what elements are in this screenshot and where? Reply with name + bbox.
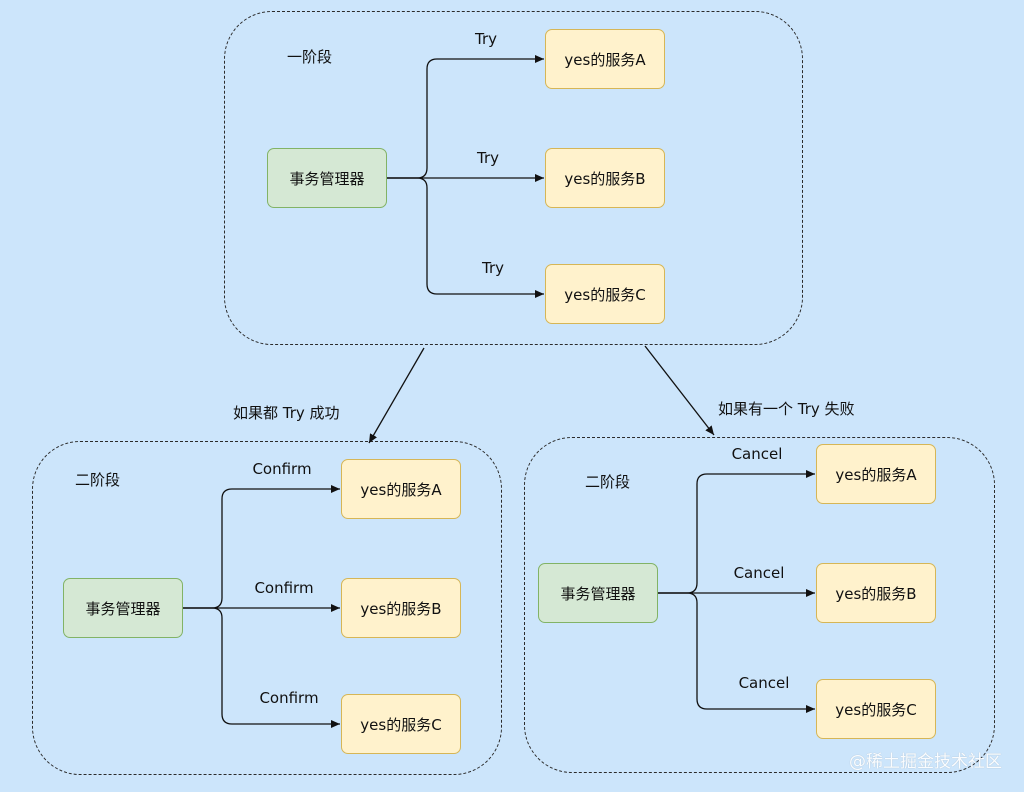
service-node-confirm-b: yes的服务B xyxy=(341,578,461,638)
service-node-p1-c: yes的服务C xyxy=(545,264,665,324)
edge-success xyxy=(368,347,425,444)
edge-label-p1-b: Try xyxy=(476,149,500,167)
edge-label-cancel-c: Cancel xyxy=(738,674,790,692)
edge-label-p1-c: Try xyxy=(481,259,505,277)
edge-label-confirm-c: Confirm xyxy=(259,689,319,707)
service-node-cancel-b: yes的服务B xyxy=(816,563,936,623)
edge-label-cancel-b: Cancel xyxy=(733,564,785,582)
edge-label-confirm-a: Confirm xyxy=(252,460,312,478)
phase-two-confirm-group xyxy=(32,441,502,775)
phase-one-group xyxy=(224,11,803,345)
stage-label-phase-one: 一阶段 xyxy=(287,48,333,66)
manager-node-phase-one: 事务管理器 xyxy=(267,148,387,208)
manager-node-confirm: 事务管理器 xyxy=(63,578,183,638)
edge-label-p1-a: Try xyxy=(474,30,498,48)
outcome-label-success: 如果都 Try 成功 xyxy=(233,404,340,422)
edge-cancel-c xyxy=(658,592,815,713)
edge-p1-a xyxy=(387,55,544,179)
phase-two-cancel-group xyxy=(524,437,995,773)
stage-label-phase-two-cancel: 二阶段 xyxy=(585,473,631,491)
service-node-confirm-a: yes的服务A xyxy=(341,459,461,519)
service-node-confirm-c: yes的服务C xyxy=(341,694,461,754)
service-node-p1-b: yes的服务B xyxy=(545,148,665,208)
edge-confirm-c xyxy=(183,607,340,728)
service-node-cancel-c: yes的服务C xyxy=(816,679,936,739)
watermark: @稀土掘金技术社区 xyxy=(849,752,1002,772)
service-node-p1-a: yes的服务A xyxy=(545,29,665,89)
stage-label-phase-two-confirm: 二阶段 xyxy=(75,471,121,489)
outcome-label-failure: 如果有一个 Try 失败 xyxy=(718,400,855,418)
service-node-cancel-a: yes的服务A xyxy=(816,444,936,504)
edge-p1-c xyxy=(387,177,544,298)
edge-label-confirm-b: Confirm xyxy=(254,579,314,597)
edge-label-cancel-a: Cancel xyxy=(731,445,783,463)
manager-node-cancel: 事务管理器 xyxy=(538,563,658,623)
edge-failure xyxy=(644,345,715,436)
